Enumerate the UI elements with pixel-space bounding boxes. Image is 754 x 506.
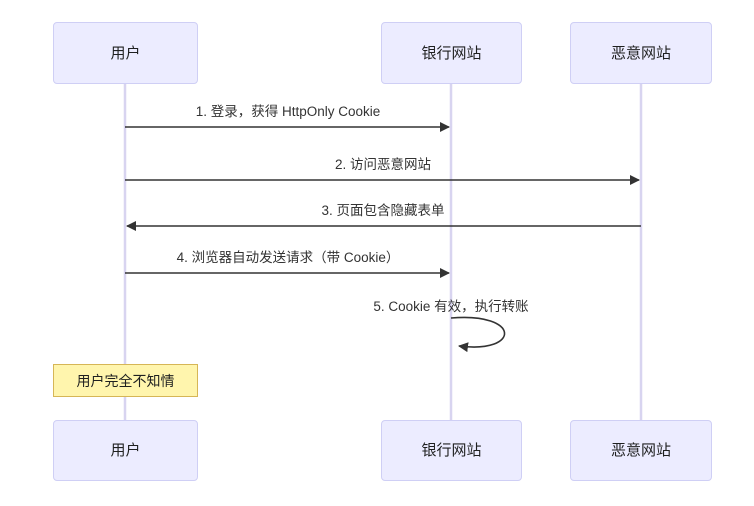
- participant-label: 用户: [110, 44, 141, 62]
- message-arrow-5: [450, 316, 506, 353]
- participant-label: 银行网站: [421, 44, 482, 62]
- message-label-4: 4. 浏览器自动发送请求（带 Cookie）: [176, 250, 400, 265]
- message-label-5: 5. Cookie 有效，执行转账: [373, 299, 529, 314]
- participant-header-evil[interactable]: 恶意网站: [570, 22, 712, 84]
- participant-label: 用户: [110, 442, 141, 459]
- message-label-3: 3. 页面包含隐藏表单: [321, 203, 445, 218]
- participant-footer-user[interactable]: 用户: [53, 420, 198, 481]
- participant-label: 恶意网站: [610, 44, 671, 62]
- participant-label: 银行网站: [421, 442, 482, 459]
- participant-header-user[interactable]: 用户: [53, 22, 198, 84]
- note-label: 用户完全不知情: [76, 372, 175, 389]
- message-label-2: 2. 访问恶意网站: [334, 157, 432, 172]
- participant-header-bank[interactable]: 银行网站: [381, 22, 522, 84]
- message-5: [450, 316, 506, 353]
- participant-footer-evil[interactable]: 恶意网站: [570, 420, 712, 481]
- participant-label: 恶意网站: [610, 442, 671, 459]
- message-label-1: 1. 登录，获得 HttpOnly Cookie: [195, 104, 381, 119]
- note-user-unaware: 用户完全不知情: [53, 364, 198, 397]
- participant-footer-bank[interactable]: 银行网站: [381, 420, 522, 481]
